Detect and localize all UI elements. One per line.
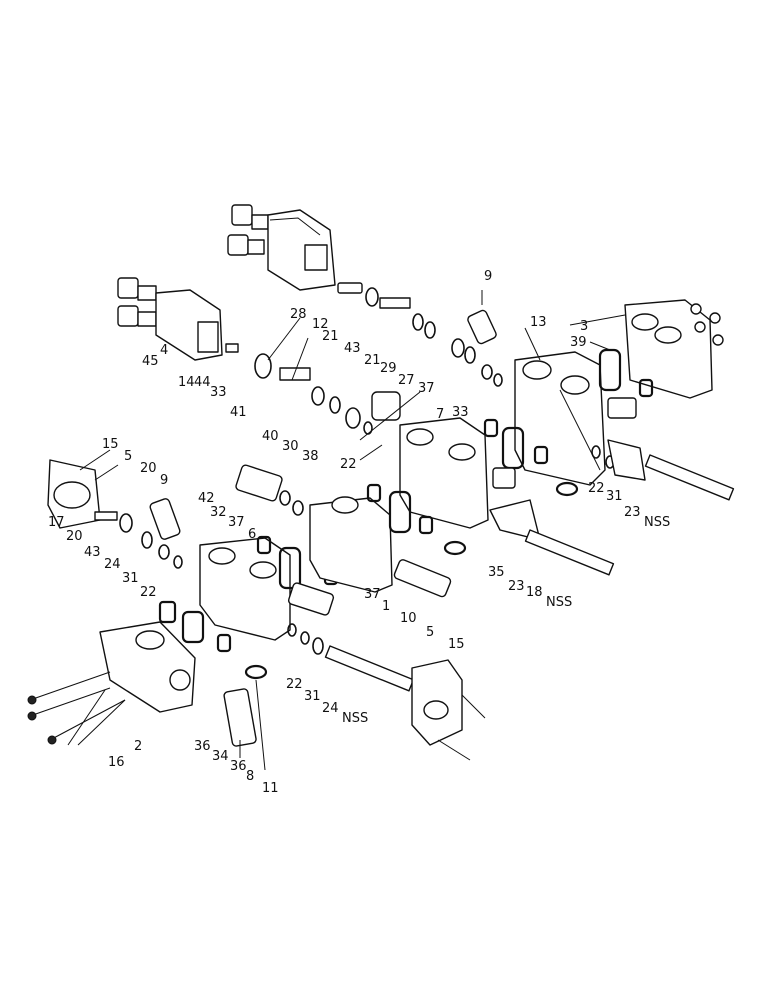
lower-right-spool — [287, 623, 415, 692]
label: 9 — [160, 473, 168, 488]
right-end-cap-5 — [411, 659, 486, 761]
label: 5 — [124, 449, 132, 464]
part-labels: 9 28 12 13 3 39 21 43 21 29 27 37 45 4 1… — [48, 269, 670, 796]
label: 1 — [382, 599, 390, 614]
label: 20 — [140, 461, 157, 476]
label: 40 — [262, 429, 279, 444]
section-7-body — [399, 417, 579, 529]
label: 36 — [194, 739, 211, 754]
label: 35 — [488, 565, 505, 580]
label: 2 — [134, 739, 142, 754]
label: NSS — [342, 711, 368, 726]
label: 3 — [580, 319, 588, 334]
label: 44 — [194, 375, 211, 390]
label: 32 — [210, 505, 227, 520]
label: 22 — [286, 677, 303, 692]
label: 6 — [248, 527, 256, 542]
leader-lines — [67, 314, 626, 771]
label: 22 — [340, 457, 357, 472]
label: NSS — [644, 515, 670, 530]
label: 31 — [606, 489, 623, 504]
label: 7 — [436, 407, 444, 422]
label: 37 — [364, 587, 381, 602]
label: 15 — [102, 437, 119, 452]
label: 45 — [142, 354, 159, 369]
label: 37 — [228, 515, 245, 530]
label: 31 — [122, 571, 139, 586]
label: 21 — [322, 329, 339, 344]
label: 37 — [418, 381, 435, 396]
label: 13 — [530, 315, 547, 330]
middle-solenoid-group — [117, 277, 223, 361]
label: 41 — [230, 405, 247, 420]
label: 11 — [262, 781, 279, 796]
label: 39 — [570, 335, 587, 350]
label: 33 — [452, 405, 469, 420]
label: 43 — [344, 341, 361, 356]
label: 15 — [448, 637, 465, 652]
label: 12 — [312, 317, 329, 332]
label: 20 — [66, 529, 83, 544]
label: 31 — [304, 689, 321, 704]
lower-spool-train — [94, 498, 183, 569]
left-end-cap-5 — [47, 459, 101, 529]
label: 29 — [380, 361, 397, 376]
item-9-upper-cartridge — [467, 290, 497, 345]
label: 33 — [210, 385, 227, 400]
middle-right-spool — [489, 439, 735, 576]
label: 10 — [400, 611, 417, 626]
label: 21 — [364, 353, 381, 368]
front-spool-34 — [223, 664, 268, 747]
label: 16 — [108, 755, 125, 770]
label: 30 — [282, 439, 299, 454]
label: 9 — [484, 269, 492, 284]
label: 24 — [322, 701, 339, 716]
label: 34 — [212, 749, 229, 764]
label: 4 — [160, 343, 168, 358]
label: 8 — [246, 769, 254, 784]
label: 18 — [526, 585, 543, 600]
front-inlet-body-2 — [27, 600, 232, 745]
label: 28 — [290, 307, 307, 322]
label: 5 — [426, 625, 434, 640]
label: 24 — [104, 557, 121, 572]
label: 17 — [48, 515, 65, 530]
section-6-body — [199, 535, 339, 641]
label: 23 — [624, 505, 641, 520]
label: 27 — [398, 373, 415, 388]
label: 14 — [178, 375, 195, 390]
label: NSS — [546, 595, 572, 610]
label: 38 — [302, 449, 319, 464]
item-42-cartridge — [235, 464, 304, 516]
upper-solenoid-group — [227, 204, 336, 291]
label: 23 — [508, 579, 525, 594]
label: 42 — [198, 491, 215, 506]
section-1-body — [287, 483, 467, 616]
label: 22 — [140, 585, 157, 600]
section-13-body — [514, 351, 606, 486]
label: 22 — [588, 481, 605, 496]
label: 36 — [230, 759, 247, 774]
section-3-end-cover — [598, 299, 724, 419]
upper-spool-train — [337, 282, 503, 387]
label: 43 — [84, 545, 101, 560]
